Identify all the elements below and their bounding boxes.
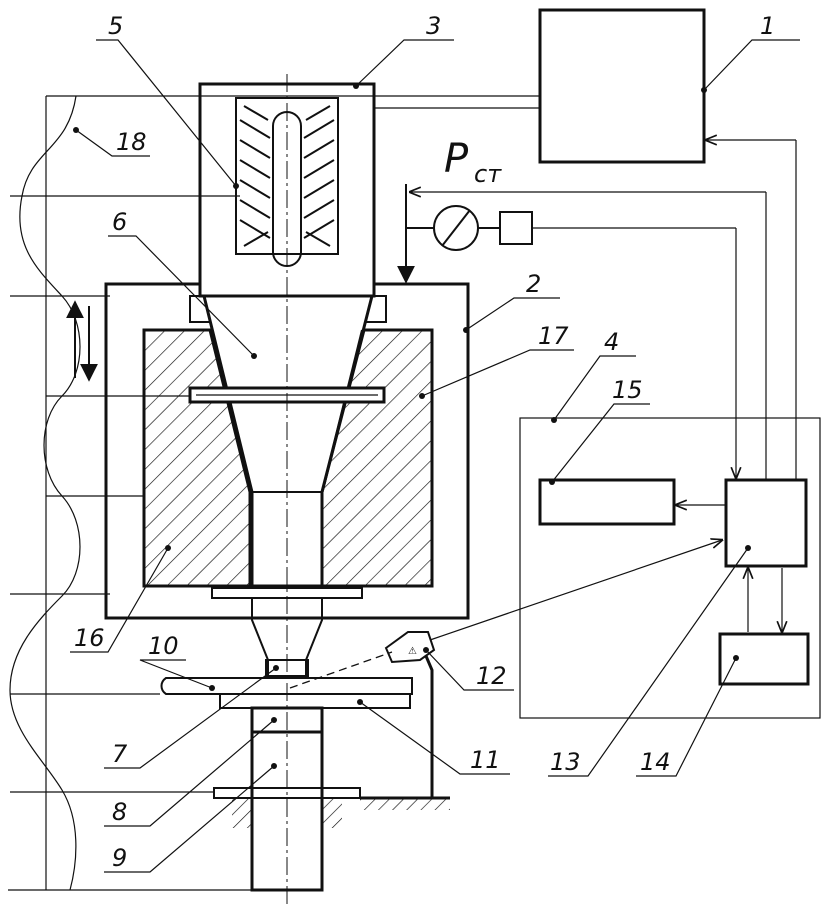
blade-assembly-5 <box>239 105 335 267</box>
label-5: 5 <box>108 12 123 40</box>
pressure-subscript: ст <box>474 160 502 188</box>
sensor-12: ⚠ <box>384 631 436 798</box>
rail-11 <box>219 693 411 709</box>
pressure-label: P ст <box>444 136 502 188</box>
label-15: 15 <box>612 376 643 404</box>
label-4: 4 <box>604 328 619 356</box>
label-7: 7 <box>112 740 128 768</box>
system-box-4 <box>519 417 821 719</box>
upper-housing-3 <box>198 82 540 298</box>
label-9: 9 <box>112 844 127 872</box>
beam-dashed <box>289 651 393 689</box>
label-6: 6 <box>112 208 127 236</box>
label-11: 11 <box>470 746 501 774</box>
label-10: 10 <box>148 632 179 660</box>
leader-lines <box>70 39 800 873</box>
ground-line <box>360 796 450 810</box>
controller-box-1 <box>538 8 797 480</box>
label-18: 18 <box>116 128 147 156</box>
frame-18 <box>8 95 540 891</box>
number-labels: 1 2 3 4 5 6 7 8 9 10 11 12 13 14 15 16 1… <box>74 12 775 872</box>
label-12: 12 <box>476 662 507 690</box>
label-1: 1 <box>760 12 775 40</box>
label-2: 2 <box>526 270 541 298</box>
label-3: 3 <box>426 12 441 40</box>
label-16: 16 <box>74 624 105 652</box>
storage-box-14 <box>718 568 810 686</box>
vertical-motion-arrows <box>66 300 98 382</box>
label-13: 13 <box>550 748 581 776</box>
beam-line <box>429 540 722 641</box>
label-17: 17 <box>538 322 569 350</box>
display-box-15 <box>538 478 726 526</box>
label-14: 14 <box>640 748 671 776</box>
pressure-line <box>397 184 767 480</box>
processor-box-13 <box>724 478 808 568</box>
label-8: 8 <box>112 798 127 826</box>
pressure-symbol: P <box>444 136 469 182</box>
svg-text:⚠: ⚠ <box>408 646 417 657</box>
